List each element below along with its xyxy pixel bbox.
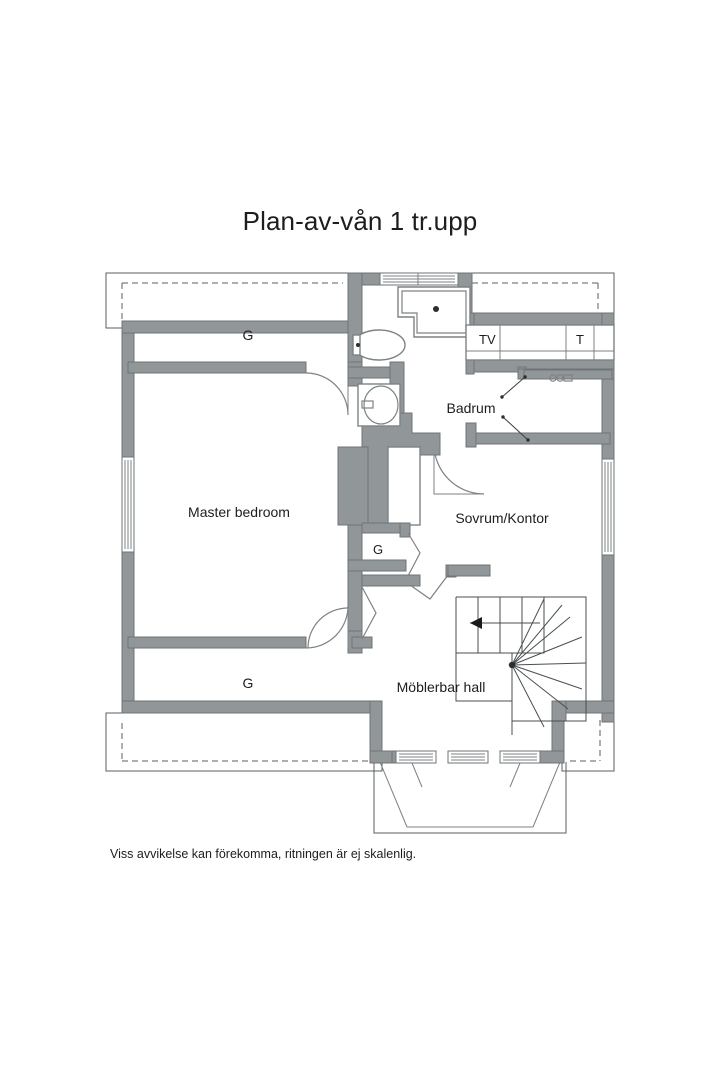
door-swing-hall-center	[361, 574, 449, 640]
room-label-closet-center: G	[373, 542, 383, 557]
shower-fixture	[397, 286, 471, 338]
telephone-outlet-label: T	[576, 332, 584, 347]
floor-plan-drawing: .w { fill:#919698; stroke:#6f7476; strok…	[100, 265, 620, 845]
shaft-inner-cabinet	[387, 446, 421, 526]
door-swing-bottom-left	[305, 605, 349, 649]
stair-enclosure-wall	[447, 564, 567, 722]
closet-center-walls	[361, 522, 421, 587]
roof-overhang-bottom-left	[105, 712, 383, 772]
room-label-hall: Möblerbar hall	[397, 679, 486, 695]
plumbing-connection-icon	[549, 374, 573, 382]
interior-wall-spine	[347, 361, 407, 654]
door-swing-closet-center	[407, 532, 421, 577]
room-label-bathroom: Badrum	[446, 400, 495, 416]
door-swing-top	[305, 372, 349, 416]
window-right-wall	[601, 458, 615, 556]
window-left-wall	[121, 456, 135, 553]
room-label-closet-bottom-left: G	[243, 675, 254, 691]
room-label-closet-top-left: G	[243, 327, 254, 343]
interior-wall-bedroom-closet-bottom	[127, 636, 307, 649]
exterior-wall-top-left	[121, 320, 351, 334]
room-label-bedroom-office: Sovrum/Kontor	[455, 510, 549, 526]
staircase	[455, 596, 587, 735]
exterior-wall-bottom	[121, 700, 615, 764]
interior-wall-closet-bedroom	[127, 361, 307, 374]
window-bottom-2	[447, 750, 489, 764]
outlet-row	[465, 324, 615, 361]
door-swing-hall-left	[307, 607, 349, 649]
roof-overhang-top-left	[105, 272, 350, 329]
toilet-fixture	[352, 329, 406, 361]
room-label-master-bedroom: Master bedroom	[188, 504, 290, 520]
washbasin-fixture	[357, 383, 401, 427]
window-leader-lines	[411, 762, 521, 788]
tv-outlet-label: TV	[479, 332, 496, 347]
disclaimer-text: Viss avvikelse kan förekomma, ritningen …	[110, 847, 417, 861]
balcony-below	[373, 761, 567, 834]
window-bottom-1	[395, 750, 437, 764]
bathroom-leader-lines	[500, 375, 530, 442]
page-title: Plan-av-vån 1 tr.upp	[242, 206, 478, 236]
interior-wall-bath-sovrum	[465, 422, 611, 448]
window-bottom-3	[499, 750, 541, 764]
window-top-bath	[379, 272, 459, 286]
door-swing-bathroom	[433, 443, 485, 495]
